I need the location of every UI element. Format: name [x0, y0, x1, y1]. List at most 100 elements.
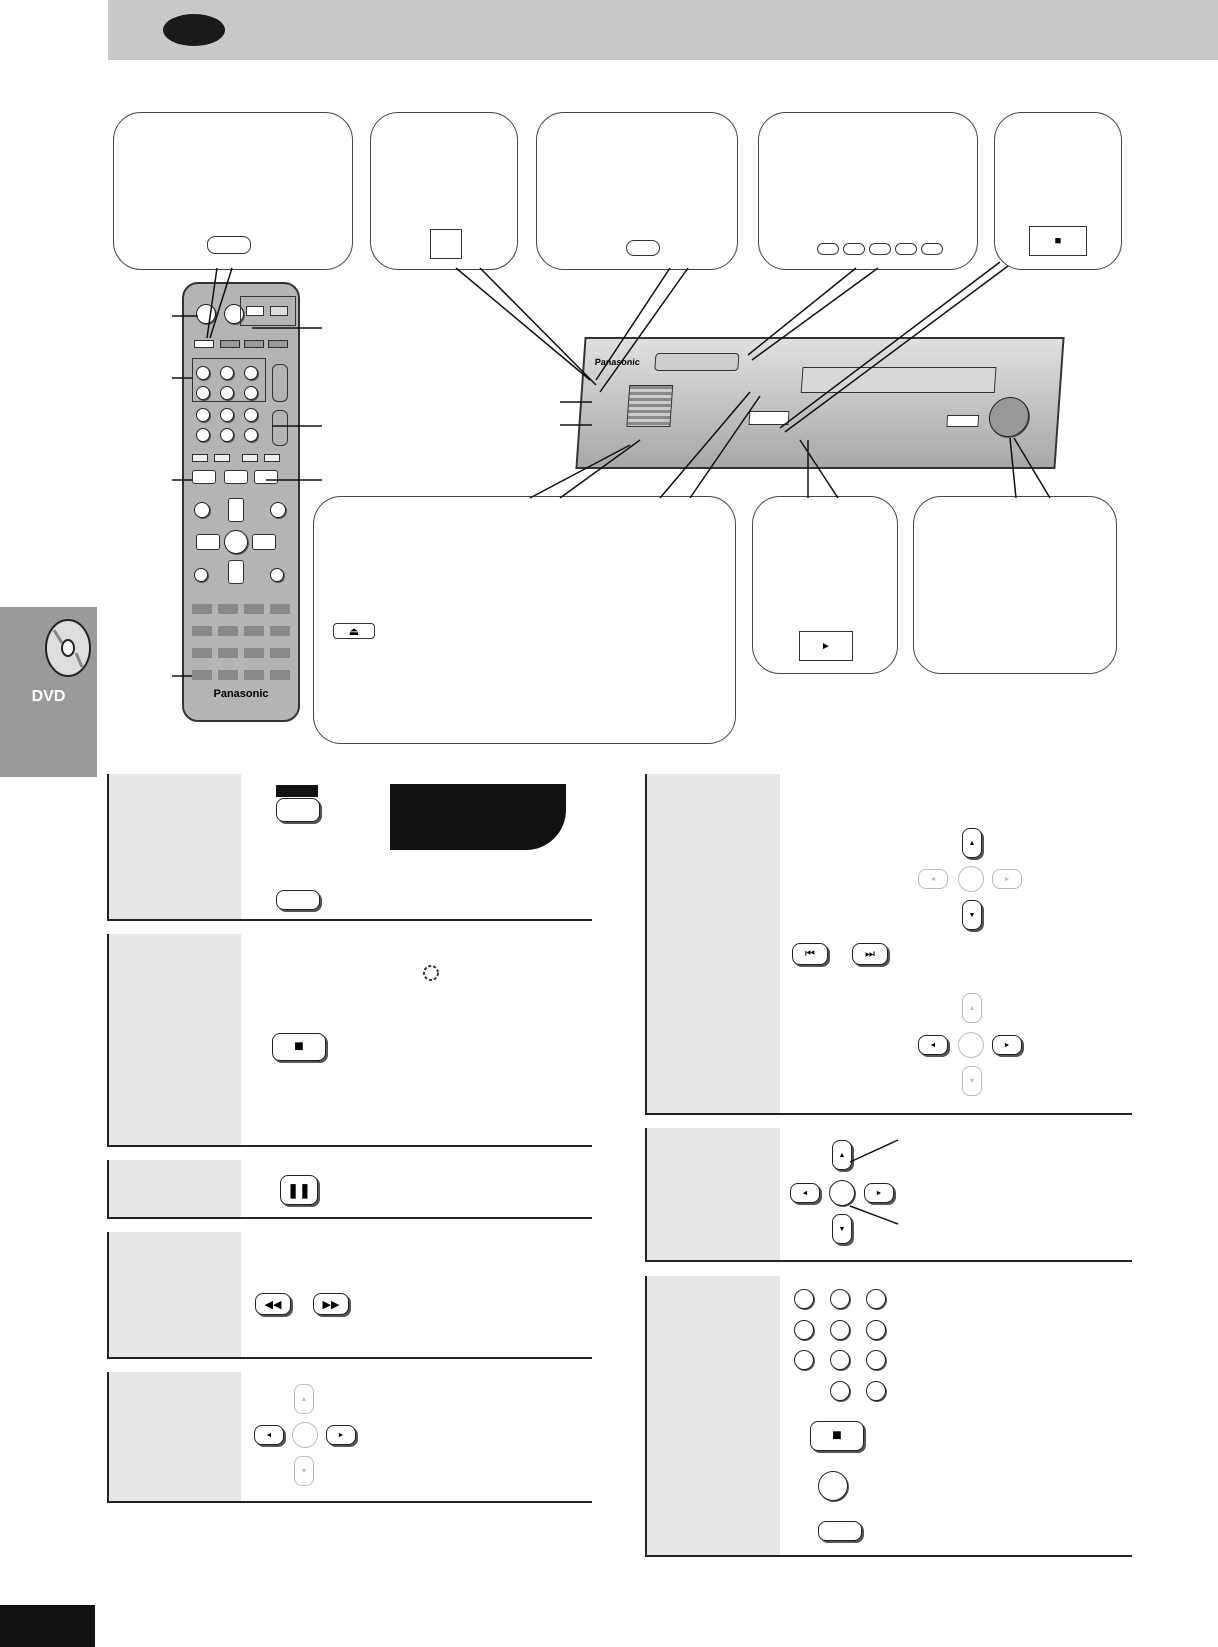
callout-drive-select: [536, 112, 738, 270]
rule: [645, 1276, 647, 1556]
num-key-6: [244, 386, 258, 400]
section-6-down-key-b: ▼: [962, 1066, 982, 1096]
skip-next-key: [214, 454, 230, 462]
drive-button-b: [270, 306, 288, 316]
callout-button: [207, 236, 251, 254]
section-6-right-key-b: ►: [992, 1035, 1022, 1055]
section-3-band: [109, 1160, 241, 1218]
page-number-box: [0, 1605, 95, 1647]
section-7-right-key: ►: [864, 1183, 894, 1203]
remote-key-d: [268, 340, 288, 348]
rule: [107, 1232, 109, 1358]
num-key-1: [196, 366, 210, 380]
callout-tray: ⏏: [313, 496, 736, 744]
rule: [107, 1145, 592, 1147]
drive-select-box: [240, 296, 296, 326]
section-5-band: [109, 1372, 241, 1502]
rule: [107, 919, 592, 921]
num-key-0: [220, 428, 234, 442]
section-8-num-6: [866, 1320, 886, 1340]
section-6-up-key-b: ▲: [962, 993, 982, 1023]
rule: [107, 934, 109, 1146]
rule: [107, 1357, 592, 1359]
section-8-stop-key: ■: [810, 1421, 864, 1451]
num-key-10: [244, 428, 258, 442]
callout-play: ►: [752, 496, 898, 674]
section-5-left-key: ◄: [254, 1425, 284, 1445]
callout-remote-button: [113, 112, 353, 270]
callout-standby: [370, 112, 518, 270]
stop-button: ■: [1029, 226, 1087, 256]
section-8-num-9: [866, 1350, 886, 1370]
section-6-right-key: ►: [992, 869, 1022, 889]
section-8-num-5: [830, 1320, 850, 1340]
remote-pause-key: [224, 470, 248, 484]
callout-jog: [913, 496, 1117, 674]
section-8-num-0: [830, 1381, 850, 1401]
front-button-1: [817, 243, 839, 255]
section-4-ff-key: ▶▶: [313, 1293, 349, 1315]
rule: [107, 774, 109, 920]
remote-control: Panasonic: [182, 282, 300, 722]
page-header-bar: [108, 0, 1218, 60]
section-5-enter-key: [292, 1422, 318, 1448]
section-8-round-key: [818, 1471, 848, 1501]
drive-select-button: [626, 240, 660, 256]
section-6-left-key-b: ◄: [918, 1035, 948, 1055]
section-6-down-key: ▼: [962, 900, 982, 930]
num-key-extra: [196, 428, 210, 442]
remote-key-a: [194, 340, 214, 348]
remote-key-row-3: [192, 648, 292, 658]
rule: [107, 1372, 109, 1502]
section-6-skip-next-key: ⏭: [852, 943, 888, 965]
remote-right-key: [252, 534, 276, 550]
section-5-up-key: ▲: [294, 1384, 314, 1414]
rule: [107, 1160, 109, 1218]
section-6-left-key: ◄: [918, 869, 948, 889]
section-1-band: [109, 774, 241, 920]
section-7-left-key: ◄: [790, 1183, 820, 1203]
front-button-2: [843, 243, 865, 255]
play-button: ►: [799, 631, 853, 661]
spinner-icon: [423, 965, 439, 981]
callout-front-buttons: [758, 112, 978, 270]
section-2-band: [109, 934, 241, 1146]
section-5-down-key: ▼: [294, 1456, 314, 1486]
num-key-7: [196, 408, 210, 422]
section-4-band: [109, 1232, 241, 1358]
num-key-9: [244, 408, 258, 422]
remote-enter-key: [224, 530, 248, 554]
remote-up-key: [228, 498, 244, 522]
remote-down-key: [228, 560, 244, 584]
rule: [645, 1260, 1132, 1262]
remote-stop-key: [192, 470, 216, 484]
disc-icon: [45, 619, 91, 677]
section-8-band: [647, 1276, 780, 1556]
channel-rocker: [272, 364, 288, 402]
section-marker: [163, 14, 225, 46]
section-6-enter-key-b: [958, 1032, 984, 1058]
rule: [645, 1113, 1132, 1115]
remote-round-key-a: [194, 502, 210, 518]
key-label-block: [276, 785, 318, 797]
section-7-enter-key: [829, 1180, 855, 1206]
section-8-num-4: [794, 1320, 814, 1340]
num-key-8: [220, 408, 234, 422]
display-panel: [390, 784, 566, 850]
skip-prev-key: [192, 454, 208, 462]
section-6-band: [647, 774, 780, 1114]
numeric-keys-box: [192, 358, 266, 402]
section-7-band: [647, 1128, 780, 1261]
section-6-up-key: ▲: [962, 828, 982, 858]
leader-lines: [172, 261, 1051, 677]
section-4-rew-key: ◀◀: [255, 1293, 291, 1315]
section-8-num-2: [830, 1289, 850, 1309]
section-8-num-1: [794, 1289, 814, 1309]
section-8-num-3: [866, 1289, 886, 1309]
rule: [107, 1217, 592, 1219]
remote-left-key: [196, 534, 220, 550]
section-6-skip-prev-key: ⏮: [792, 943, 828, 965]
num-key-4: [196, 386, 210, 400]
section-8-key: [818, 1521, 862, 1541]
remote-key-c: [244, 340, 264, 348]
